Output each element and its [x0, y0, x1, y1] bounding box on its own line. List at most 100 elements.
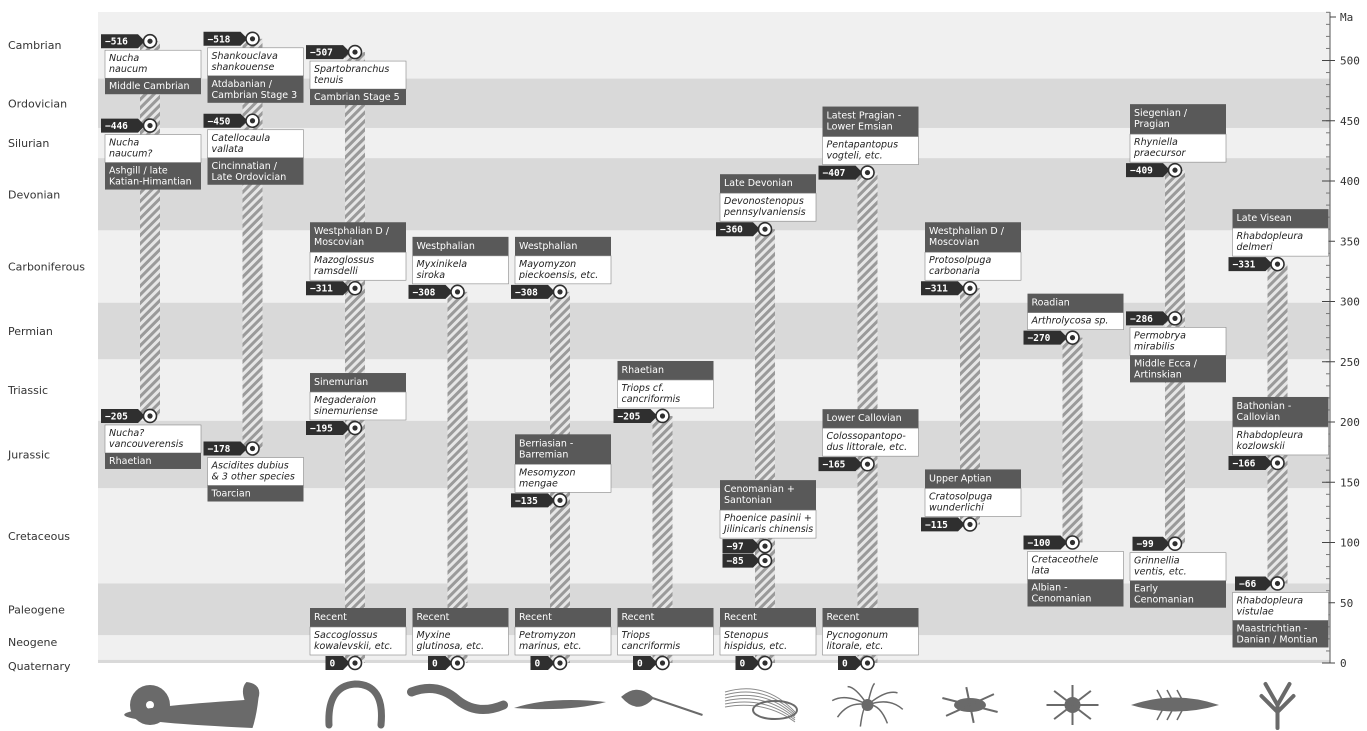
period-label: Permian: [8, 325, 53, 338]
card-stage-text-line: Middle Cambrian: [109, 81, 190, 92]
value-tag: [408, 284, 453, 299]
card-stage-text-line: Upper Aptian: [929, 473, 992, 484]
card-stage-text-line: Westphalian D /: [929, 226, 1005, 237]
value-label: 0: [432, 659, 438, 670]
mite-icon: [1131, 689, 1219, 721]
card-footer: [1130, 355, 1226, 383]
shrimp-icon: [724, 688, 798, 723]
period-label: Ordovician: [8, 97, 67, 110]
card-taxon-text-line: Petromyzon: [519, 630, 576, 641]
card-stage-text: Atdabanian /Cambrian Stage 3: [212, 79, 298, 101]
card-name-box: [412, 255, 509, 285]
period-label: Triassic: [7, 384, 48, 397]
card-stage-text-line: Late Ordovician: [212, 172, 287, 183]
worm-body: [325, 680, 385, 729]
card-header: [515, 434, 611, 465]
card-taxon-text-line: kowalevskii, etc.: [314, 641, 393, 652]
card-stage-text: Toarcian: [211, 489, 251, 500]
card-name-box: [719, 626, 817, 656]
card-name-box: [1129, 552, 1227, 582]
tick-label: 500: [1340, 55, 1360, 68]
card-taxon-text: Triops cf.cancriformis: [622, 383, 681, 405]
card-header: [412, 236, 509, 256]
card-taxon-text-line: mirabilis: [1134, 341, 1175, 352]
card-name-box: [412, 626, 509, 656]
range-bar: [345, 52, 365, 663]
hagfish-icon: [407, 683, 508, 714]
card-name-box: [207, 47, 304, 77]
card-name-box: [719, 509, 817, 539]
card-stage-text-line: Cenomanian: [1032, 594, 1092, 605]
card-header: [412, 608, 509, 627]
card-taxon-text-line: Pycnogonum: [827, 630, 889, 641]
card-taxon-text-line: Rhabdopleura: [1237, 231, 1304, 242]
period-label: Neogene: [8, 636, 57, 649]
value-tag: [1023, 330, 1068, 345]
wolf-spider-leg: [1053, 704, 1074, 720]
card-taxon-text-line: Shankouclava: [212, 51, 279, 62]
card-stage-text-line: Westphalian: [417, 241, 475, 252]
card-stage-text-line: Cambrian Stage 3: [212, 90, 298, 101]
card-header: [515, 236, 611, 256]
card-header: [822, 608, 919, 627]
value-label: −97: [727, 542, 744, 553]
card-name-box: [1129, 133, 1227, 163]
card-taxon-text-line: Triops cf.: [622, 383, 665, 394]
value-label: −205: [105, 411, 128, 422]
card-taxon-text-line: Rhabdopleura: [1237, 595, 1304, 606]
card-header: [1130, 104, 1226, 135]
card-stage-text: Rhaetian: [622, 365, 665, 376]
card-header: [822, 409, 919, 429]
card-taxon-text-line: Triops: [622, 630, 650, 641]
value-label: −270: [1028, 333, 1051, 344]
card-stage-text: Middle Cambrian: [109, 81, 190, 92]
card-taxon-text-line: wunderlichi: [929, 502, 984, 513]
card-stage-text-line: Cenomanian +: [724, 484, 795, 495]
triops-body: [621, 689, 703, 716]
card-taxon-text-line: Myxinikela: [417, 259, 468, 270]
card-name-box: [514, 255, 612, 285]
age-pin-dot: [454, 289, 461, 295]
card-stage-text-line: Middle Ecca /: [1134, 358, 1198, 369]
card-stage-text-line: Lower Emsian: [827, 122, 893, 133]
solifuge-leg: [969, 704, 975, 724]
card-footer: [1232, 620, 1329, 648]
lamprey-icon: [514, 700, 606, 710]
age-pin-dot: [352, 49, 358, 55]
card-stage-text: Recent: [622, 612, 655, 623]
card-stage-text-line: Katian-Himantian: [109, 177, 192, 188]
value-label: −308: [413, 287, 436, 298]
tick-label: 50: [1340, 597, 1353, 610]
card-taxon-text-line: dus littorale, etc.: [827, 442, 908, 453]
card-taxon-text-line: litorale, etc.: [827, 641, 884, 652]
value-label: −166: [1233, 458, 1256, 469]
value-tag: [1126, 311, 1170, 326]
age-pin-dot: [352, 660, 358, 666]
card-stage-text-line: Bathonian -: [1237, 401, 1292, 412]
value-label: −308: [515, 287, 538, 298]
tadpole-shrimp-icon: [621, 689, 703, 716]
age-pin-dot: [147, 413, 153, 419]
value-label: 0: [740, 659, 746, 670]
card-stage-text-line: Toarcian: [211, 489, 251, 500]
age-pin-dot: [1172, 541, 1178, 547]
card-stage-text: Berriasian -Barremian: [519, 438, 573, 460]
value-tag: [735, 656, 760, 670]
value-tag: [306, 281, 350, 296]
